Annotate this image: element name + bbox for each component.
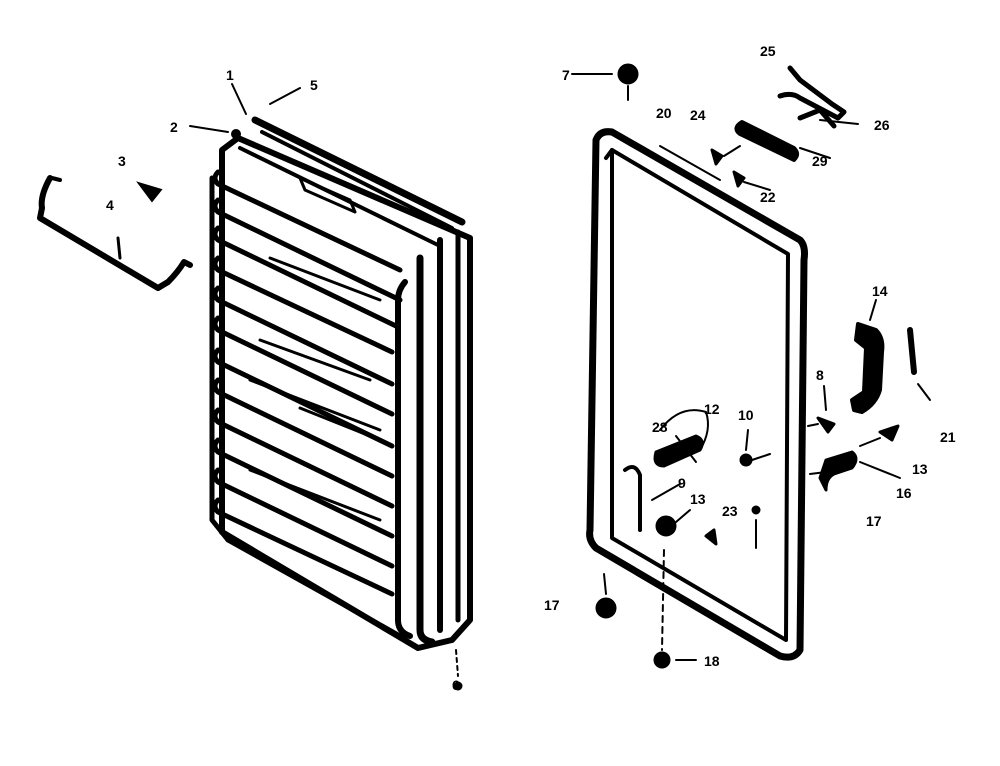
part-10-pin: [739, 453, 753, 467]
shelf-bar-part: [37, 175, 193, 291]
label-3: 3: [118, 153, 126, 169]
label-7: 7: [562, 67, 570, 83]
label-22: 22: [760, 189, 776, 205]
gasket-top-3: [238, 146, 442, 248]
part-22-fastener: [732, 170, 746, 188]
part-29-hinge: [734, 120, 799, 162]
part-25-bracket: [777, 65, 847, 129]
shelf-shading: [248, 256, 382, 522]
label-16: 16: [896, 485, 912, 501]
part-23-clip: [704, 528, 718, 546]
label-12: 12: [704, 401, 720, 417]
liner-outline: [219, 135, 473, 651]
label-17-right: 17: [866, 513, 882, 529]
door-inner-frame: [610, 148, 790, 642]
label-24: 24: [690, 107, 706, 123]
label-15: 13: [912, 461, 928, 477]
label-26: 26: [874, 117, 890, 133]
label-25: 25: [760, 43, 776, 59]
part-13-nut: [655, 515, 677, 537]
outer-door-assembly: [586, 128, 808, 661]
part-18-screw: [653, 651, 671, 669]
label-5: 5: [310, 77, 318, 93]
label-28: 28: [652, 419, 668, 435]
label-14: 14: [872, 283, 888, 299]
part-24-fastener: [710, 148, 724, 166]
shelf-ridges: [212, 169, 403, 597]
label-4: 4: [106, 197, 114, 213]
door-frame-top-inner: [604, 148, 614, 160]
label-2: 2: [170, 119, 178, 135]
liner-bottom: [225, 537, 417, 649]
part-17-knob: [595, 597, 617, 619]
part-7-knob: [617, 63, 639, 85]
part-14-handle: [850, 322, 885, 414]
label-21: 21: [940, 429, 956, 445]
label-10: 10: [738, 407, 754, 423]
label-29: 29: [812, 153, 828, 169]
gasket-strip-inner: [395, 279, 413, 639]
label-17-left: 17: [544, 597, 560, 613]
door-bottom-notch: [623, 464, 642, 532]
part-23-washer: [751, 505, 761, 515]
liner-left-edge: [209, 175, 231, 543]
gasket-top-1: [251, 116, 466, 226]
part-16-bracket: [818, 450, 858, 492]
part-13-screw: [878, 424, 900, 442]
part-labels: 1 5 2 3 4 6 7 25 20 24 26 29 22 14 8 12 …: [106, 43, 956, 693]
door-outer-frame: [586, 128, 808, 661]
door-liner-assembly: [209, 116, 473, 651]
clip-part-3: [136, 181, 163, 203]
label-18: 18: [704, 653, 720, 669]
label-20-top: 20: [656, 105, 672, 121]
label-6: 6: [452, 677, 460, 693]
label-8: 8: [816, 367, 824, 383]
screw-part-2: [231, 129, 241, 139]
gasket-strip-mid: [416, 254, 436, 646]
label-9: 9: [678, 475, 686, 491]
label-13: 13: [690, 491, 706, 507]
label-1: 1: [226, 67, 234, 83]
part-8-screw: [816, 416, 836, 434]
right-small-parts: [189, 63, 931, 691]
part-21-strip: [907, 327, 917, 375]
gasket-top-2: [260, 130, 454, 230]
label-23: 23: [722, 503, 738, 519]
